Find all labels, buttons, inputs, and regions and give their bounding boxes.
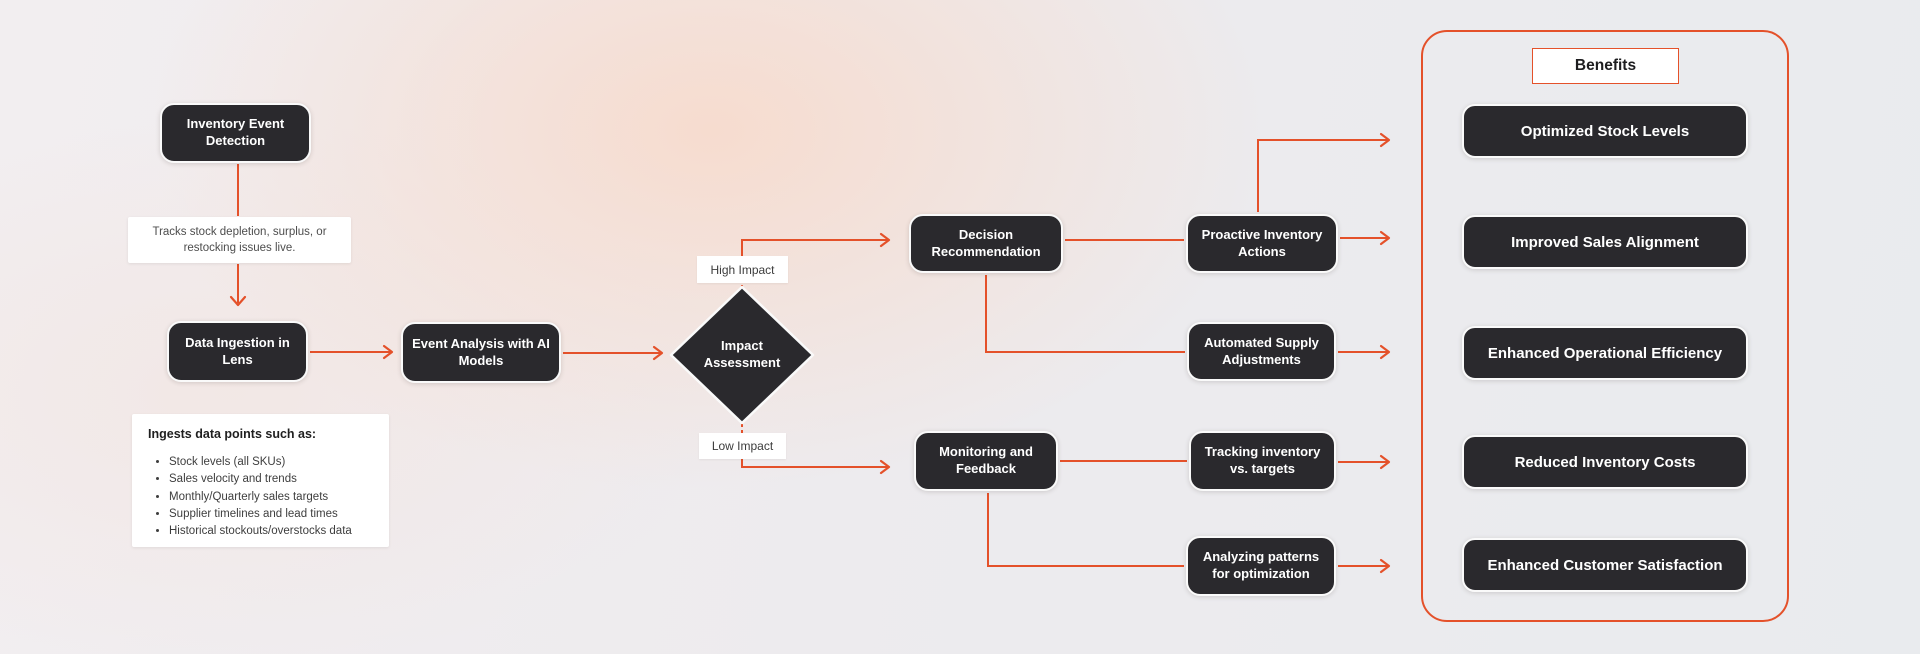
edge-proactive-to-benefit1 — [1257, 139, 1388, 212]
benefit-optimized-stock-levels: Optimized Stock Levels — [1462, 104, 1748, 158]
node-proactive-inventory-actions: Proactive Inventory Actions — [1186, 214, 1338, 273]
node-data-ingestion-in-lens: Data Ingestion in Lens — [167, 321, 308, 382]
branch-label-text: Low Impact — [711, 439, 774, 453]
benefit-label: Improved Sales Alignment — [1511, 233, 1699, 251]
benefit-label: Enhanced Customer Satisfaction — [1487, 556, 1723, 574]
node-event-analysis-ai-models: Event Analysis with AI Models — [401, 322, 561, 383]
node-decision-recommendation: Decision Recommendation — [909, 214, 1063, 273]
note-bullet: Historical stockouts/overstocks data — [169, 523, 373, 540]
benefits-title-text: Benefits — [1574, 57, 1637, 74]
benefit-enhanced-customer-satisfaction: Enhanced Customer Satisfaction — [1462, 538, 1748, 592]
node-label: Tracking inventory vs. targets — [1204, 444, 1321, 476]
note-ingests-data-points: Ingests data points such as: Stock level… — [132, 414, 389, 547]
branch-label-low-impact: Low Impact — [699, 433, 786, 459]
node-monitoring-and-feedback: Monitoring and Feedback — [914, 431, 1058, 491]
benefit-label: Enhanced Operational Efficiency — [1487, 344, 1723, 362]
branch-label-high-impact: High Impact — [697, 256, 788, 283]
arrowhead-monitoring — [879, 459, 891, 475]
edge-monitoring-to-analyzing — [987, 493, 1184, 567]
node-analyzing-patterns-optimization: Analyzing patterns for optimization — [1186, 536, 1336, 596]
node-label: Impact Assessment — [703, 338, 781, 370]
node-label: Monitoring and Feedback — [939, 444, 1033, 476]
arrowhead-diamond — [652, 345, 664, 361]
node-label: Inventory Event Detection — [186, 116, 285, 148]
node-automated-supply-adjustments: Automated Supply Adjustments — [1187, 322, 1336, 381]
note-bullet-list: Stock levels (all SKUs) Sales velocity a… — [148, 454, 373, 540]
note-text: Tracks stock depletion, surplus, or rest… — [152, 225, 327, 254]
note-bullet: Sales velocity and trends — [169, 471, 373, 488]
benefits-container — [1421, 30, 1789, 622]
node-impact-assessment-label: Impact Assessment — [682, 327, 802, 383]
arrowhead-benefit5 — [1379, 558, 1391, 574]
node-label: Proactive Inventory Actions — [1201, 226, 1323, 259]
note-title: Ingests data points such as: — [148, 427, 317, 441]
node-inventory-event-detection: Inventory Event Detection — [160, 103, 311, 163]
arrowhead-benefit4 — [1379, 454, 1391, 470]
note-tracks-stock: Tracks stock depletion, surplus, or rest… — [128, 217, 351, 263]
benefit-enhanced-operational-efficiency: Enhanced Operational Efficiency — [1462, 326, 1748, 380]
benefit-label: Reduced Inventory Costs — [1514, 453, 1696, 471]
note-bullet: Supplier timelines and lead times — [169, 506, 373, 523]
note-bullet: Stock levels (all SKUs) — [169, 454, 373, 471]
arrowhead-benefit2 — [1379, 230, 1391, 246]
branch-label-text: High Impact — [710, 262, 775, 277]
arrowhead-analysis — [382, 344, 394, 360]
benefit-reduced-inventory-costs: Reduced Inventory Costs — [1462, 435, 1748, 489]
note-bullet: Monthly/Quarterly sales targets — [169, 489, 373, 506]
node-tracking-inventory-vs-targets: Tracking inventory vs. targets — [1189, 431, 1336, 491]
benefit-improved-sales-alignment: Improved Sales Alignment — [1462, 215, 1748, 269]
node-label: Automated Supply Adjustments — [1204, 334, 1319, 367]
arrowhead-down-ingestion — [229, 295, 247, 307]
node-label: Decision Recommendation — [931, 226, 1041, 259]
impact-assessment-diamond — [669, 285, 815, 425]
node-label: Event Analysis with AI Models — [412, 335, 550, 368]
node-label: Analyzing patterns for optimization — [1202, 549, 1320, 581]
node-label: Data Ingestion in Lens — [185, 334, 290, 367]
arrowhead-decision — [879, 232, 891, 248]
arrowhead-benefit3 — [1379, 344, 1391, 360]
arrowhead-benefit1 — [1379, 132, 1391, 148]
benefits-title: Benefits — [1532, 48, 1679, 84]
benefit-label: Optimized Stock Levels — [1520, 122, 1690, 140]
edge-decision-to-automated — [985, 275, 1185, 353]
